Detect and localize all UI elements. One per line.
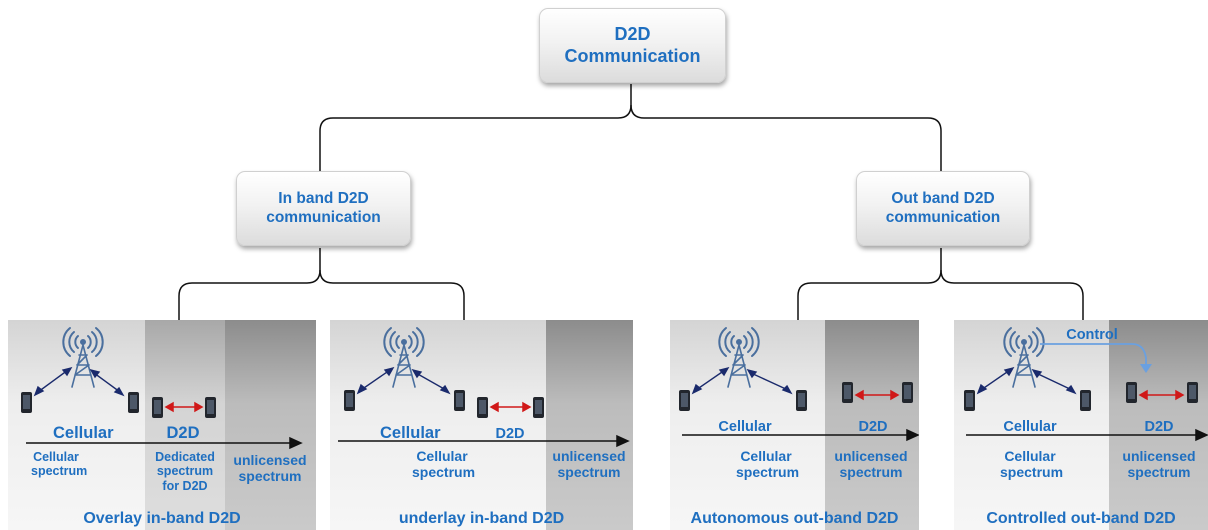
cell-tower-icon: [1003, 327, 1045, 388]
panel-caption: Autonomous out-band D2D: [690, 510, 899, 527]
in-band-node-line1: In band D2D: [278, 189, 369, 207]
d2d-link-arrow: [854, 389, 900, 401]
out-band-node-line1: Out band D2D: [891, 189, 995, 207]
in-band-node: In band D2D communication: [236, 171, 411, 246]
smartphone-icon: [344, 390, 355, 411]
d2d-label: D2D: [495, 426, 525, 442]
out-band-node-line2: communication: [885, 208, 1001, 226]
spectrum-axis-arrow: [682, 428, 919, 442]
control-label: Control: [1066, 327, 1118, 343]
root-node-d2d-communication: D2D Communication: [539, 8, 726, 83]
unlicensed-spectrum-band: [1109, 320, 1208, 530]
panel-caption: Overlay in-band D2D: [83, 510, 241, 527]
smartphone-icon: [477, 397, 488, 418]
out-band-node: Out band D2D communication: [856, 171, 1030, 246]
smartphone-icon: [205, 397, 216, 418]
smartphone-icon: [1126, 382, 1137, 403]
d2d-link-arrow: [489, 401, 532, 413]
smartphone-icon: [1080, 390, 1091, 411]
smartphone-icon: [796, 390, 807, 411]
spectrum-axis-arrow: [26, 436, 303, 450]
smartphone-icon: [21, 392, 32, 413]
cellular-label: Cellular: [53, 424, 114, 442]
control-arrow: [1040, 343, 1152, 373]
unlicensed-spectrum-band: [825, 320, 919, 530]
smartphone-icon: [902, 382, 913, 403]
smartphone-icon: [533, 397, 544, 418]
smartphone-icon: [1187, 382, 1198, 403]
dedicated-spectrum-band: [145, 320, 225, 530]
cellular-label: Cellular: [1003, 419, 1057, 435]
d2d-label: D2D: [858, 419, 888, 435]
unlicensed-spectrum-band: [225, 320, 316, 530]
cell-tower-icon: [383, 327, 425, 388]
cellular-link-arrows: [691, 366, 793, 395]
root-node-line1: D2D: [614, 23, 651, 44]
spectrum-axis-arrow: [338, 434, 630, 448]
cell-tower-icon: [62, 327, 104, 388]
smartphone-icon: [842, 382, 853, 403]
d2d-link-arrow: [1138, 389, 1185, 401]
smartphone-icon: [152, 397, 163, 418]
spectrum-axis-arrow: [966, 428, 1208, 442]
smartphone-icon: [128, 392, 139, 413]
d2d-label: D2D: [166, 424, 200, 442]
cellular-label: Cellular: [380, 424, 441, 442]
cellular-label: Cellular: [718, 419, 772, 435]
cellular-link-arrows: [976, 366, 1077, 395]
d2d-link-arrow: [164, 401, 204, 413]
cell-tower-icon: [718, 327, 760, 388]
smartphone-icon: [454, 390, 465, 411]
root-node-line2: Communication: [564, 45, 701, 66]
in-band-node-line2: communication: [266, 208, 381, 226]
smartphone-icon: [679, 390, 690, 411]
panel-caption: Controlled out-band D2D: [986, 510, 1176, 527]
d2d-label: D2D: [1144, 419, 1174, 435]
cellular-link-arrows: [33, 366, 125, 397]
cellular-link-arrows: [356, 366, 451, 395]
smartphone-icon: [964, 390, 975, 411]
panel-caption: underlay in-band D2D: [398, 510, 565, 527]
unlicensed-spectrum-band: [546, 320, 633, 530]
